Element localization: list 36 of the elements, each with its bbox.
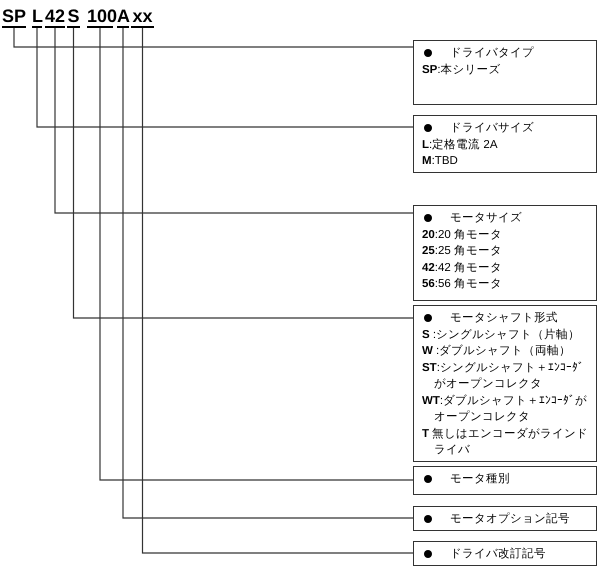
leader-line: [72, 28, 413, 319]
box-heading: ドライバ改訂記号: [450, 546, 546, 562]
box-heading: ドライバサイズ: [450, 120, 534, 136]
code-segment: L: [32, 6, 42, 28]
option-line: 20:20 角モータ: [422, 228, 503, 242]
option-line: S :シングルシャフト（片軸）: [422, 328, 582, 342]
description-box: [413, 115, 597, 173]
box-heading: モータオプション記号: [450, 511, 570, 527]
option-line: 42:42 角モータ: [422, 260, 503, 276]
description-box: [413, 205, 597, 301]
code-segment: S: [67, 6, 80, 28]
option-line: W :ダブルシャフト（両軸）: [422, 344, 572, 359]
description-box: [413, 40, 597, 105]
option-line: 25:25 角モータ: [422, 244, 503, 259]
box-heading: モータサイズ: [450, 210, 522, 226]
option-line: WT:ダブルシャフト＋ｴﾝｺｰﾀﾞがオープンコレクタ: [422, 394, 588, 425]
option-line: T 無しはエンコーダがラインドライバ: [422, 426, 590, 458]
description-box: [413, 541, 597, 566]
option-line: SP:本シリーズ: [422, 62, 502, 78]
option-line: L:定格電流 2A: [422, 137, 498, 152]
option-line: ST:シングルシャフト＋ｴﾝｺｰﾀﾞがオープンコレクタ: [422, 360, 585, 392]
code-segment: SP: [2, 6, 26, 28]
leader-line: [13, 28, 413, 48]
code-segment: 42: [45, 6, 65, 28]
option-line: 56:56 角モータ: [422, 276, 503, 292]
leader-line: [36, 28, 413, 128]
option-line: M:TBD: [422, 154, 459, 169]
box-heading: モータシャフト形式: [450, 310, 558, 326]
description-box: [413, 305, 597, 462]
code-segment: xx: [131, 6, 154, 28]
box-heading: モータ種別: [450, 472, 510, 487]
description-box: [413, 466, 597, 495]
leader-line: [54, 28, 413, 214]
box-heading: ドライバタイプ: [450, 45, 534, 61]
code-segment: A: [117, 6, 129, 28]
description-box: [413, 506, 597, 531]
